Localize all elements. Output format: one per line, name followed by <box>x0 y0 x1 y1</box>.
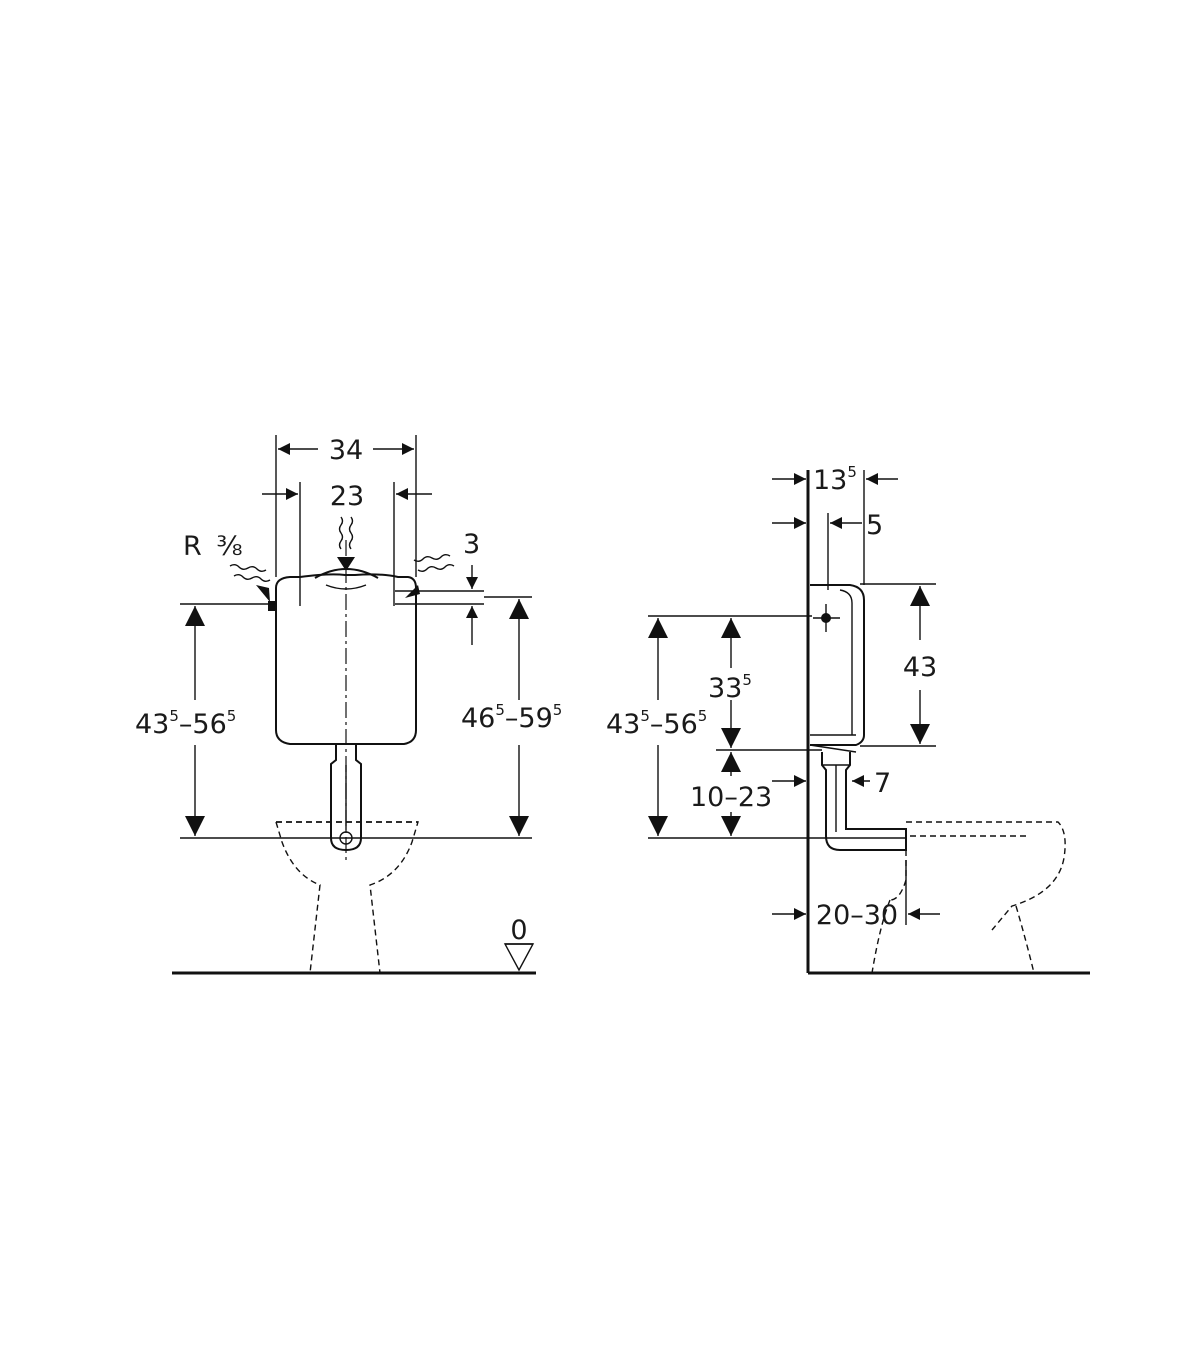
dim-connection: R ⅜ <box>183 531 271 602</box>
side-view: 135 5 43 335 <box>606 463 1090 975</box>
flush-wave-icon <box>229 564 271 582</box>
h-right-sup2: 5 <box>553 701 563 719</box>
dim-total-height: 435–565 <box>606 618 906 839</box>
connection-size: ⅜ <box>216 531 242 562</box>
dim-pipe-offset: 7 <box>772 768 891 799</box>
dim-height-right: 465–595 <box>461 596 562 836</box>
h-right-sup1: 5 <box>495 701 505 719</box>
dim-tank-height: 43 <box>860 583 937 747</box>
floor-level-triangle-icon <box>503 943 535 972</box>
toilet-bowl-side <box>871 821 1066 974</box>
h-left-sup2: 5 <box>227 707 237 725</box>
flush-wave-icon <box>413 554 455 572</box>
dim-total-width: 34 <box>275 435 417 577</box>
h-right-base: 46 <box>461 703 495 734</box>
dim-depth: 135 <box>772 463 898 585</box>
valve-sup: 5 <box>742 671 752 689</box>
dim-height-left: 435–565 <box>135 603 532 839</box>
connection-label: R ⅜ <box>183 531 243 562</box>
dim-inner-width: 23 <box>262 481 432 578</box>
dim-wall-distance: 20–30 <box>772 860 940 931</box>
h-left-sup1: 5 <box>169 707 179 725</box>
front-view: 34 23 R ⅜ <box>135 435 562 975</box>
depth-sup: 5 <box>847 463 857 481</box>
toilet-bowl-front <box>275 821 419 974</box>
dim-depth-label: 135 <box>813 463 857 496</box>
dim-height-right-label: 465–595 <box>461 701 562 734</box>
dim-adjust-range-label: 10–23 <box>690 782 772 813</box>
dim-lid-offset: 3 <box>395 529 484 645</box>
dim-inner-width-label: 23 <box>330 481 364 512</box>
cistern-body-side <box>809 584 865 753</box>
h-right-dash: –59 <box>505 703 553 734</box>
h-left-dash: –56 <box>179 709 227 740</box>
depth-base: 13 <box>813 465 847 496</box>
total-base: 43 <box>606 709 640 740</box>
dim-total-height-label: 435–565 <box>606 707 707 740</box>
total-sup1: 5 <box>640 707 650 725</box>
dim-wall-gap-label: 5 <box>866 510 883 541</box>
total-sup2: 5 <box>698 707 708 725</box>
flush-wave-icon <box>337 516 355 571</box>
connection-r: R <box>183 531 202 562</box>
dim-lid-offset-label: 3 <box>463 529 480 560</box>
dim-adjust-range: 10–23 <box>690 752 772 836</box>
total-dash: –56 <box>650 709 698 740</box>
floor-level-label: 0 <box>510 915 527 946</box>
dim-height-left-label: 435–565 <box>135 707 236 740</box>
dim-pipe-offset-label: 7 <box>874 768 891 799</box>
flush-pipe-side <box>821 752 907 851</box>
h-left-base: 43 <box>135 709 169 740</box>
dim-valve-height: 335 <box>648 615 822 751</box>
floor-level-marker: 0 <box>503 915 535 972</box>
dim-tank-height-label: 43 <box>903 652 937 683</box>
dim-wall-distance-label: 20–30 <box>816 900 898 931</box>
dim-valve-height-label: 335 <box>708 671 752 704</box>
dim-wall-gap: 5 <box>772 510 883 590</box>
cistern-body-front <box>268 540 417 860</box>
valve-base: 33 <box>708 673 742 704</box>
dim-total-width-label: 34 <box>329 435 363 466</box>
